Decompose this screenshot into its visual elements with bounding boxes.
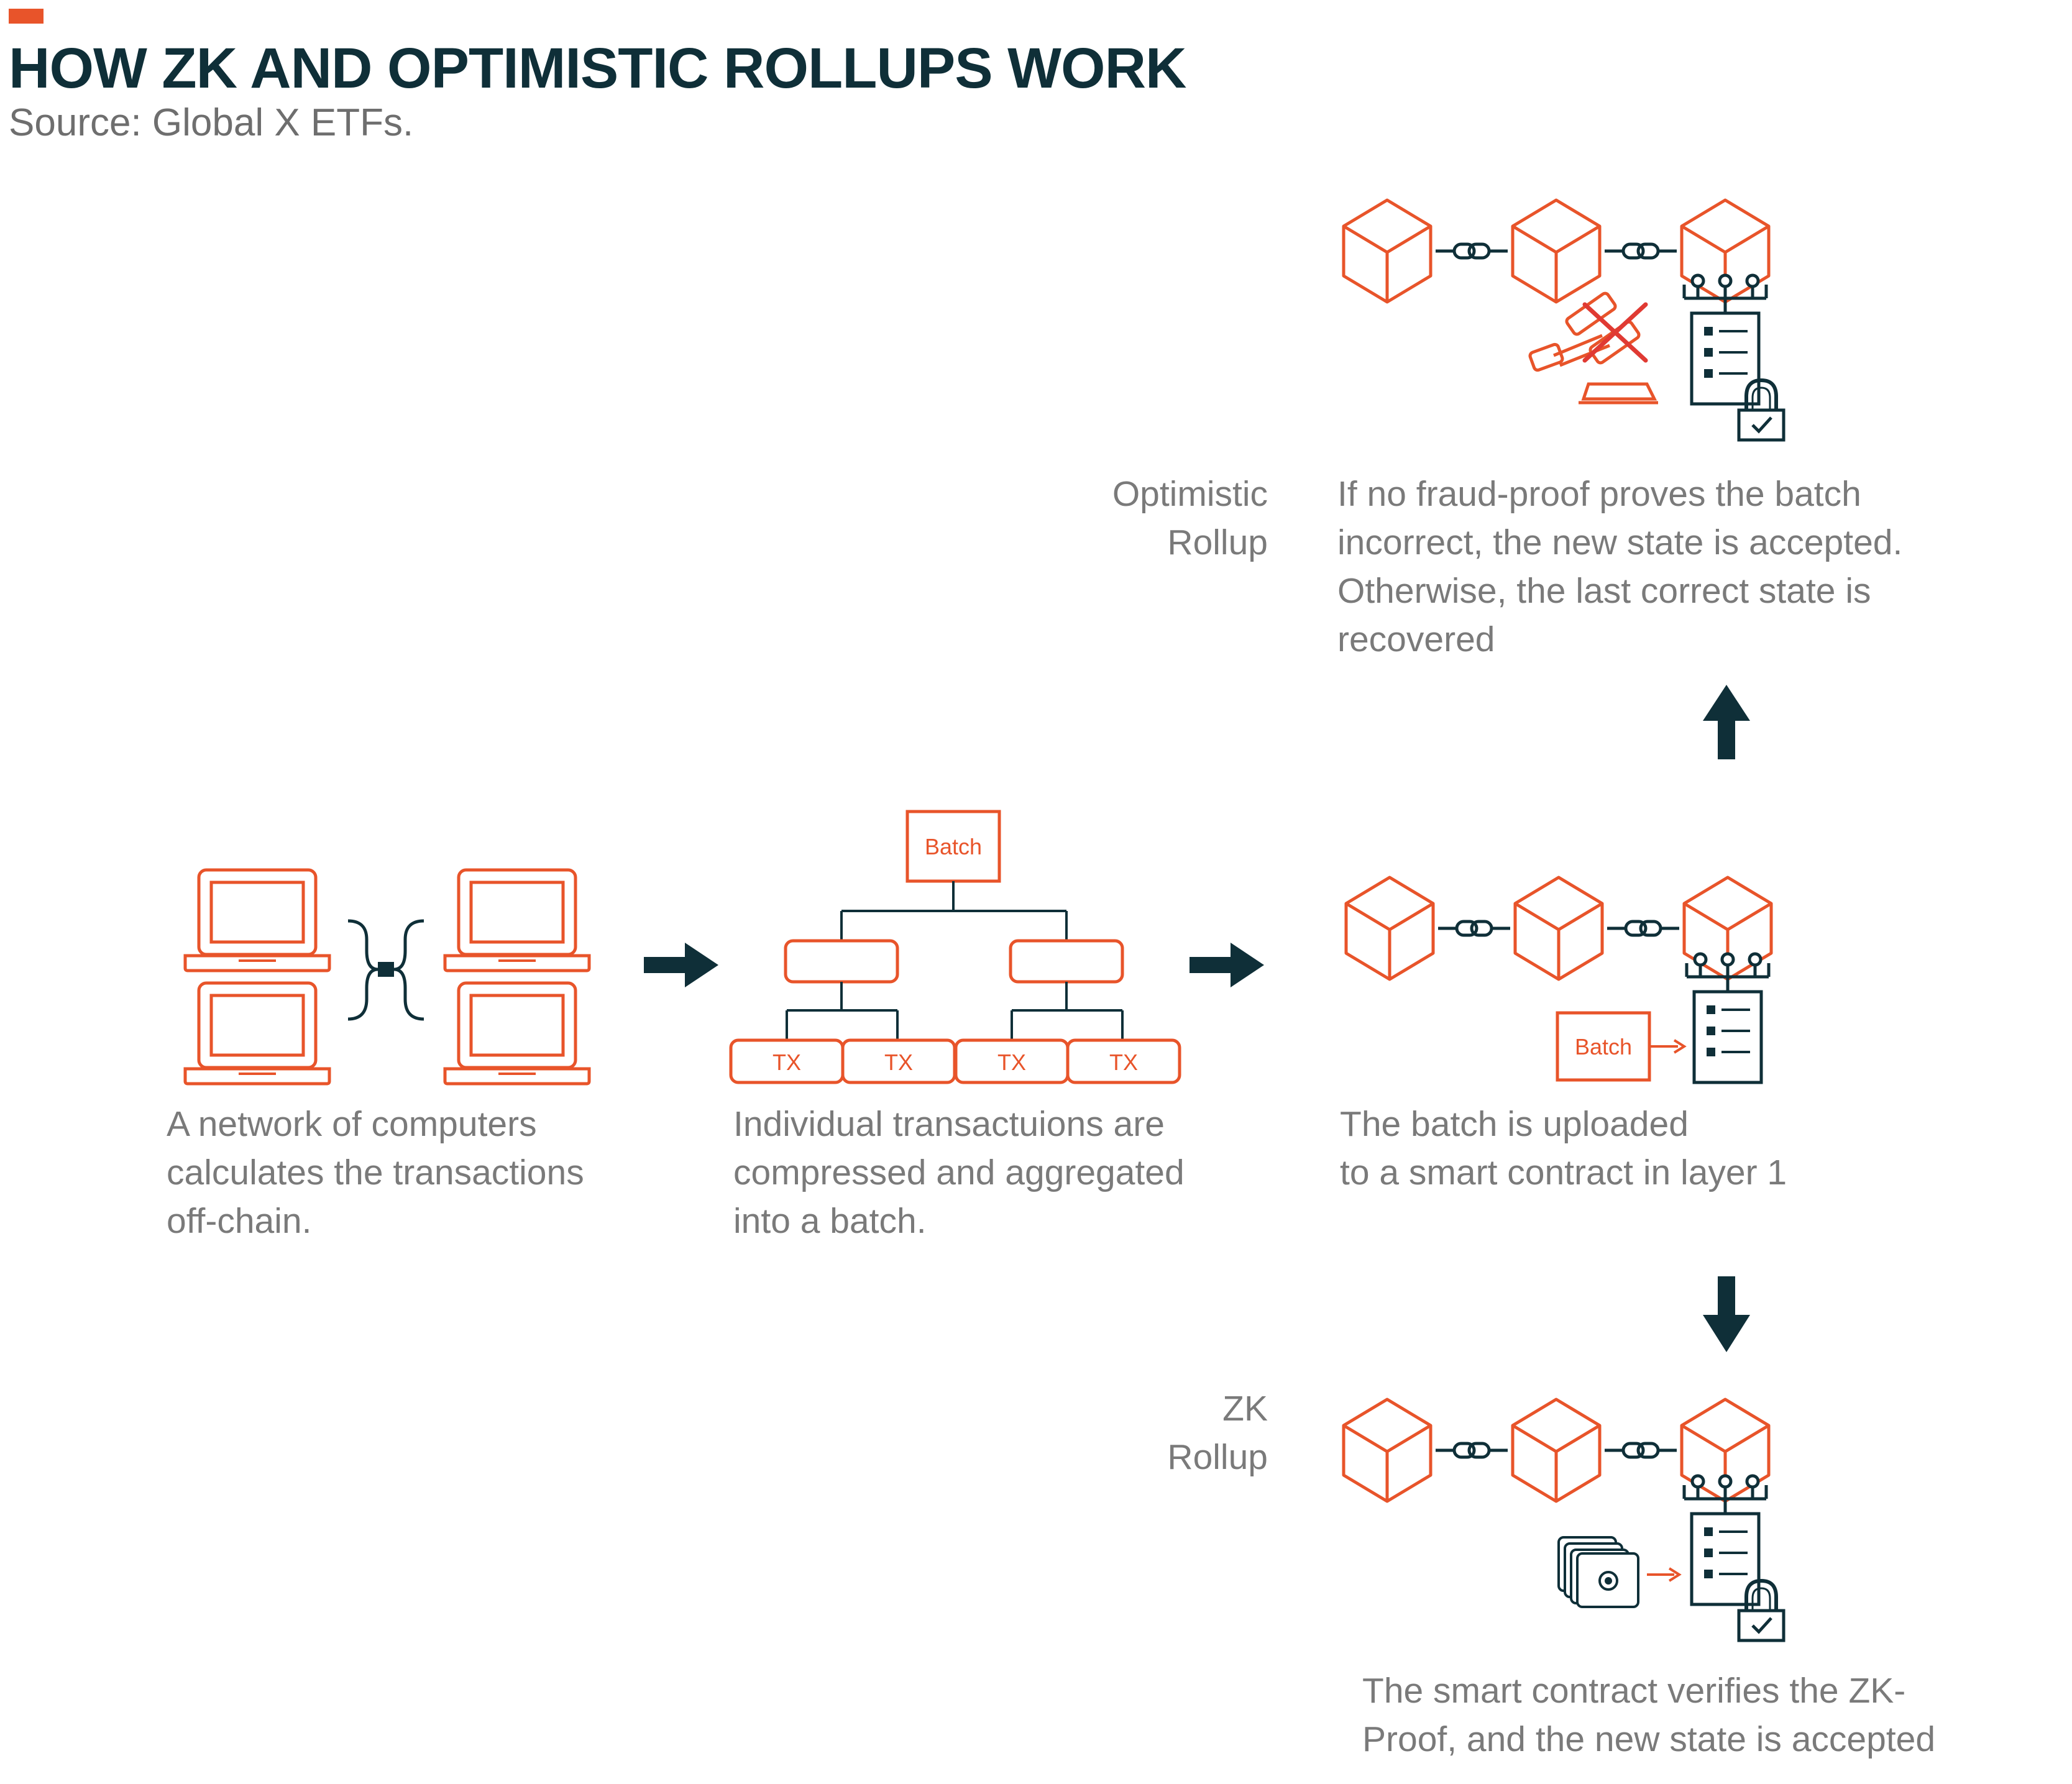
optimistic-caption: If no fraud-proof proves the batch incor… — [1337, 474, 1903, 659]
arrow-right-icon — [644, 943, 718, 987]
zk-caption: The smart contract verifies the ZK- Proo… — [1362, 1671, 1936, 1759]
tx-box — [1066, 1038, 1181, 1084]
network-caption: A network of computers calculates the tr… — [167, 1104, 584, 1241]
intermediate-node — [784, 939, 899, 984]
chain-link-icon — [1436, 244, 1508, 258]
zk-rollup-label: ZK Rollup — [1167, 1389, 1268, 1477]
batch-root-label: Batch — [925, 834, 982, 859]
chain-link-icon — [1605, 244, 1677, 258]
laptop-icon — [185, 983, 329, 1084]
cube-icon — [1513, 1399, 1600, 1501]
chain-link-icon — [1605, 1443, 1677, 1457]
cube-icon — [1513, 200, 1600, 302]
contract-connector — [1687, 954, 1769, 992]
contract-connector — [1684, 275, 1766, 313]
laptop-icon — [185, 870, 329, 971]
tx-label: TX — [884, 1050, 913, 1075]
accent-bar — [9, 9, 44, 24]
network-node — [378, 962, 394, 977]
computer-network-illustration — [185, 870, 589, 1084]
right-brace — [393, 919, 424, 1021]
source-note: Source: Global X ETFs. — [9, 101, 414, 144]
chain-link-icon — [1436, 1443, 1508, 1457]
wallet-icon — [1557, 1536, 1639, 1608]
contract-document-icon — [1694, 992, 1761, 1082]
page-title: HOW ZK AND OPTIMISTIC ROLLUPS WORK — [9, 37, 1186, 100]
chain-link-icon — [1607, 922, 1679, 935]
batch-tree-illustration: Batch TX TX TX TX — [729, 810, 1181, 1084]
arrow-down-icon — [1703, 1276, 1750, 1352]
tx-label: TX — [1109, 1050, 1138, 1075]
layer1-upload-illustration: Batch — [1346, 877, 1771, 1082]
cube-icon — [1515, 877, 1602, 979]
padlock-check-icon — [1739, 380, 1784, 440]
batch-caption: Individual transactuions are compressed … — [733, 1104, 1185, 1241]
tx-label: TX — [997, 1050, 1026, 1075]
contract-connector — [1684, 1476, 1766, 1514]
upload-caption: The batch is uploaded to a smart contrac… — [1340, 1104, 1787, 1192]
zk-rollup-illustration — [1344, 1399, 1784, 1640]
cube-icon — [1344, 1399, 1431, 1501]
arrow-right-icon — [1190, 943, 1264, 987]
cube-icon — [1346, 877, 1433, 979]
optimistic-rollup-label: Optimistic Rollup — [1112, 474, 1268, 562]
padlock-check-icon — [1739, 1581, 1784, 1640]
tx-label: TX — [772, 1050, 801, 1075]
laptop-icon — [445, 983, 589, 1084]
left-brace — [347, 919, 378, 1021]
chain-link-icon — [1438, 922, 1510, 935]
arrow-up-icon — [1703, 685, 1750, 759]
cross-icon — [1582, 302, 1648, 363]
cube-icon — [1344, 200, 1431, 302]
laptop-icon — [445, 870, 589, 971]
optimistic-rollup-illustration — [1344, 200, 1784, 440]
intermediate-node — [1009, 939, 1124, 984]
uploaded-batch-label: Batch — [1575, 1034, 1632, 1059]
